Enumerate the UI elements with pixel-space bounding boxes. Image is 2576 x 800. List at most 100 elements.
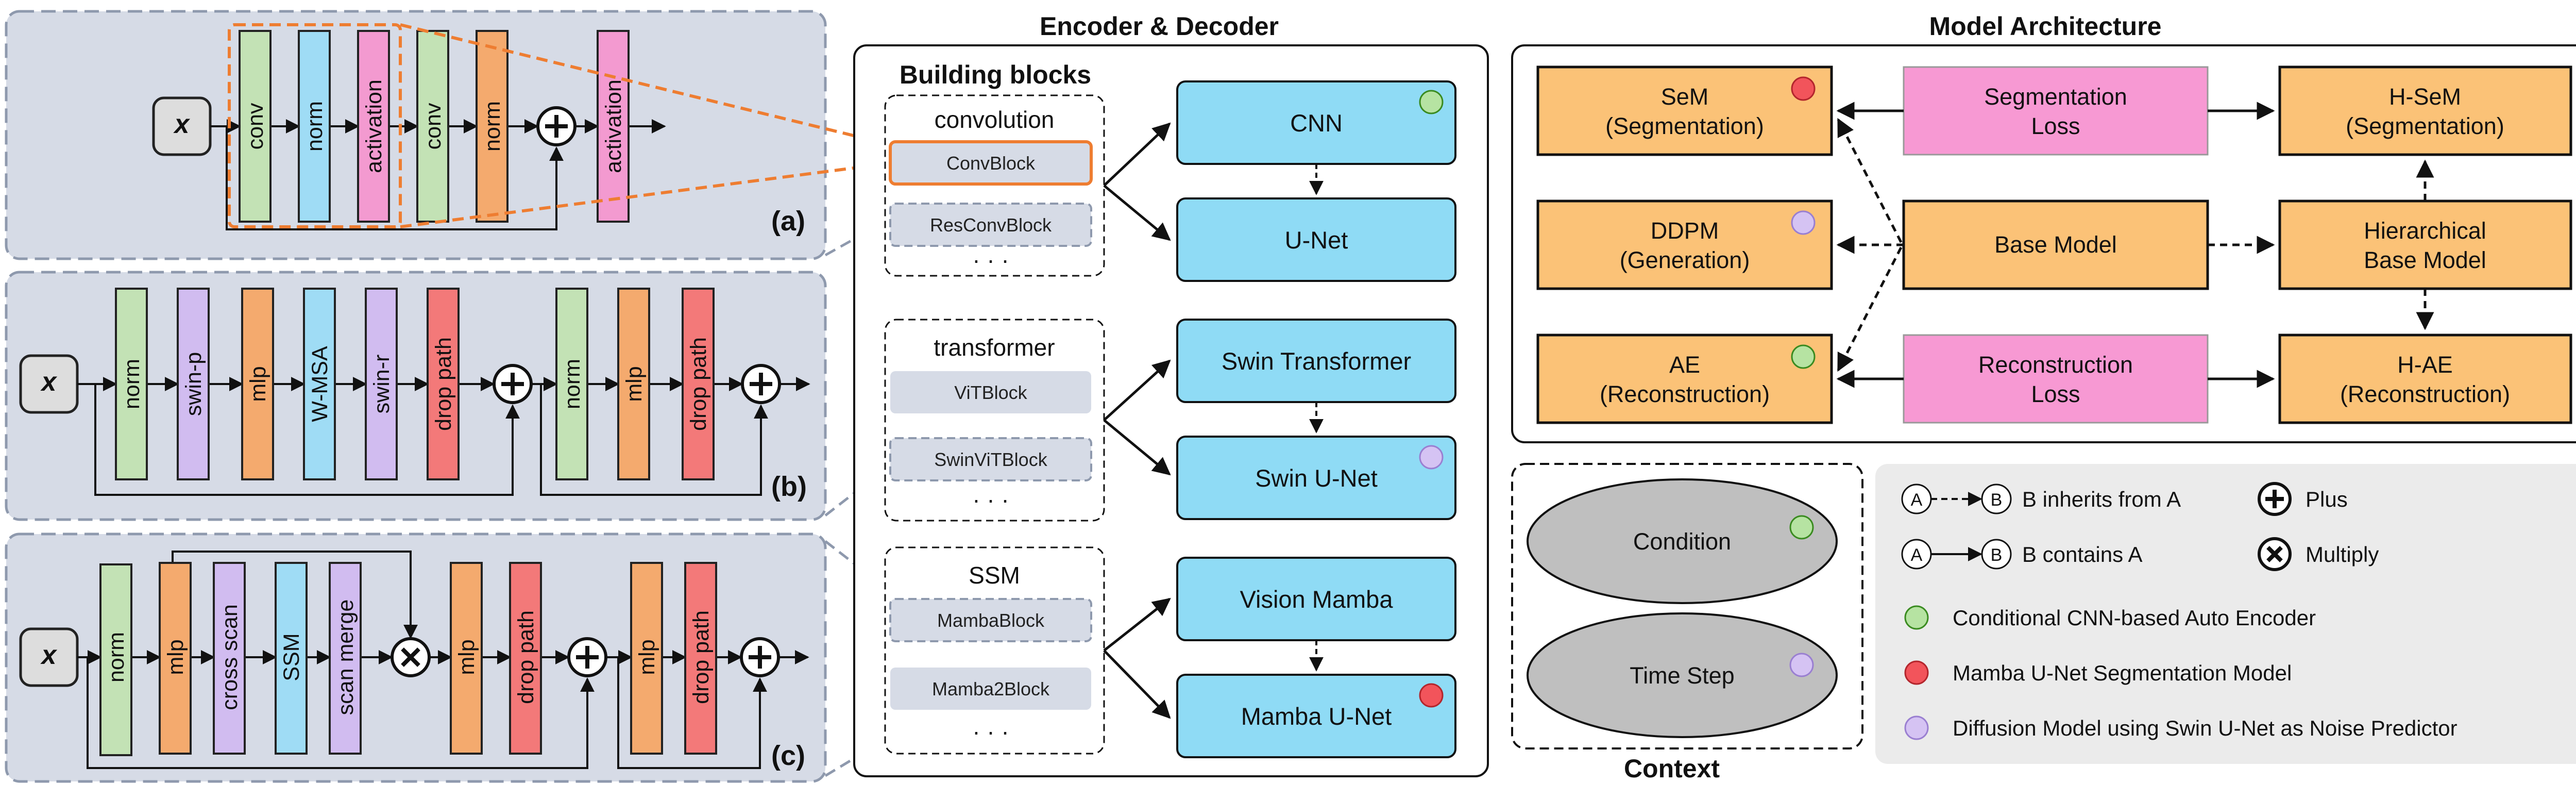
block-item-mamba2block-label: Mamba2Block bbox=[932, 678, 1050, 699]
block-cross-scan-label: cross scan bbox=[217, 604, 242, 710]
block-norm-b2 bbox=[555, 288, 588, 480]
block-conv-2 bbox=[416, 30, 449, 223]
legend-node-b-icon bbox=[1981, 539, 2012, 570]
block-drop-path-b1-label: drop path bbox=[431, 337, 456, 431]
plus-icon bbox=[741, 364, 781, 404]
block-ssm-label: SSM bbox=[279, 633, 304, 681]
model-unet-label: U-Net bbox=[1285, 226, 1348, 254]
panel-a-tag: (a) bbox=[771, 206, 805, 237]
block-norm-1 bbox=[298, 30, 331, 223]
red-dot-icon bbox=[1419, 683, 1444, 708]
block-drop-path-c1-label: drop path bbox=[514, 610, 538, 704]
block-ssm bbox=[275, 562, 308, 755]
arch-hsem-line2: (Segmentation) bbox=[2346, 113, 2504, 139]
building-blocks-title: Building blocks bbox=[900, 60, 1091, 89]
plus-icon bbox=[536, 106, 577, 146]
block-w-msa bbox=[303, 288, 336, 480]
block-norm-b1-label: norm bbox=[120, 359, 144, 409]
arch-ddpm-line1: DDPM bbox=[1651, 218, 1719, 244]
block-w-msa-label: W-MSA bbox=[308, 346, 332, 422]
block-item-convblock bbox=[889, 140, 1093, 186]
arch-sem bbox=[1536, 65, 1833, 156]
model-swin-unet-label: Swin U-Net bbox=[1255, 464, 1378, 492]
panel-a-frame bbox=[5, 10, 827, 260]
block-swin-r bbox=[365, 288, 398, 480]
block-item-swinvitblock bbox=[889, 437, 1092, 481]
block-mlp-c2 bbox=[450, 562, 483, 755]
block-mlp-c3 bbox=[630, 562, 663, 755]
block-mlp-c1 bbox=[159, 562, 192, 755]
legend-frame bbox=[1875, 464, 2576, 764]
arch-base-model-label: Base Model bbox=[1994, 231, 2117, 258]
legend-purple-text: Diffusion Model using Swin U-Net as Nois… bbox=[1953, 716, 2458, 740]
block-item-vitblock-label: ViTBlock bbox=[954, 382, 1027, 403]
plus-icon bbox=[2258, 482, 2292, 516]
block-norm-2 bbox=[476, 30, 509, 223]
block-mlp-c3-label: mlp bbox=[635, 639, 659, 675]
arch-hierarchical-base-line1: Hierarchical bbox=[2364, 218, 2486, 244]
plus-icon bbox=[740, 637, 780, 677]
encoder-decoder-section: Encoder & Decoder Building blocks convol… bbox=[853, 12, 1489, 777]
highlight-connector-top bbox=[400, 23, 886, 145]
block-mlp-b1 bbox=[241, 288, 274, 480]
block-item-vitblock bbox=[890, 371, 1091, 413]
arch-reconstruction-loss-line1: Reconstruction bbox=[1978, 352, 2133, 378]
block-conv-1-label: conv bbox=[243, 103, 268, 149]
block-cross-scan bbox=[213, 562, 246, 755]
model-mamba-unet-label: Mamba U-Net bbox=[1241, 703, 1392, 730]
arch-ddpm bbox=[1536, 199, 1833, 290]
block-item-resconvblock bbox=[889, 203, 1092, 247]
arch-reconstruction-loss bbox=[1903, 334, 2209, 424]
block-activation-1 bbox=[357, 30, 390, 223]
arch-hae-line2: (Reconstruction) bbox=[2340, 381, 2510, 407]
block-drop-path-c1 bbox=[509, 562, 542, 755]
block-norm-b2-label: norm bbox=[560, 359, 585, 409]
model-mamba-unet bbox=[1176, 674, 1456, 758]
purple-dot-icon bbox=[1419, 445, 1444, 470]
context-time-step-label: Time Step bbox=[1630, 662, 1734, 689]
block-mlp-b2 bbox=[617, 288, 650, 480]
block-norm-c1 bbox=[99, 563, 132, 756]
arch-hsem-line1: H-SeM bbox=[2389, 84, 2461, 110]
green-dot-icon bbox=[1791, 344, 1816, 369]
panel-b: x norm swin-p mlp W-MSA swin-r drop path… bbox=[5, 271, 827, 521]
block-drop-path-b2-label: drop path bbox=[686, 337, 711, 431]
group-ssm-title: SSM bbox=[969, 562, 1020, 589]
group-convolution-title: convolution bbox=[935, 106, 1055, 133]
model-cnn-label: CNN bbox=[1290, 109, 1343, 137]
block-mlp-b1-label: mlp bbox=[246, 366, 270, 402]
panel-a: x conv norm activation conv norm activat… bbox=[5, 10, 827, 260]
block-item-mambablock bbox=[889, 598, 1092, 642]
input-x-b-label: x bbox=[40, 367, 58, 397]
group-transformer-title: transformer bbox=[934, 334, 1055, 361]
highlight-connector-bottom bbox=[400, 162, 886, 228]
block-item-swinvitblock-label: SwinViTBlock bbox=[934, 449, 1047, 470]
block-norm-2-label: norm bbox=[480, 101, 505, 152]
block-norm-c1-label: norm bbox=[104, 632, 129, 682]
model-architecture-section: Model Architecture SeM (Segmentation) Se… bbox=[1511, 12, 2576, 443]
block-scan-merge bbox=[329, 562, 362, 755]
arch-sem-line1: SeM bbox=[1661, 84, 1709, 110]
block-item-convblock-label: ConvBlock bbox=[946, 153, 1036, 174]
model-unet bbox=[1176, 197, 1456, 282]
context-condition bbox=[1527, 478, 1838, 604]
model-vision-mamba-label: Vision Mamba bbox=[1240, 586, 1394, 613]
group-convolution-ellipsis: · · · bbox=[972, 246, 1009, 273]
block-scan-merge-label: scan merge bbox=[333, 599, 358, 715]
block-norm-b1 bbox=[115, 288, 148, 480]
convblock-highlight bbox=[228, 23, 402, 228]
arch-ae-line1: AE bbox=[1669, 352, 1700, 378]
context-section: Condition Time Step Context bbox=[1511, 463, 1863, 783]
multiply-icon bbox=[2258, 537, 2292, 571]
legend-multiply-text: Multiply bbox=[2306, 542, 2379, 566]
context-title: Context bbox=[1624, 754, 1720, 783]
arch-reconstruction-loss-line2: Loss bbox=[2031, 381, 2080, 407]
legend-section: A B B inherits from A A B B contains A P… bbox=[1875, 464, 2576, 764]
block-activation-2-label: activation bbox=[601, 79, 626, 173]
block-swin-p bbox=[177, 288, 210, 480]
block-drop-path-b2 bbox=[682, 288, 715, 480]
block-activation-2 bbox=[597, 30, 630, 223]
red-dot-icon bbox=[1904, 660, 1929, 685]
arch-hae-line1: H-AE bbox=[2397, 352, 2453, 378]
